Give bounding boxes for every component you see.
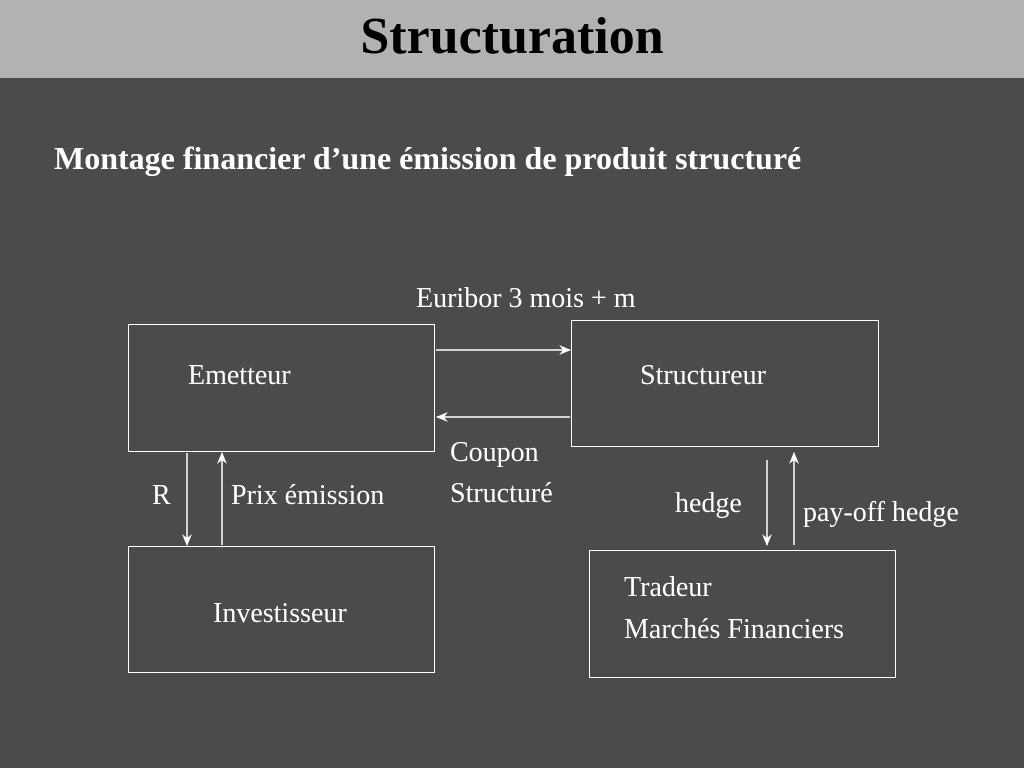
edge-label-coupon-1: Coupon bbox=[450, 437, 539, 468]
slide-subtitle: Montage financier d’une émission de prod… bbox=[54, 140, 802, 176]
node-structureur-label: Structureur bbox=[640, 360, 766, 391]
node-emetteur bbox=[128, 324, 435, 452]
edge-label-r: R bbox=[152, 480, 171, 511]
node-tradeur-label-1: Tradeur bbox=[624, 572, 712, 603]
node-tradeur-label-2: Marchés Financiers bbox=[624, 614, 845, 645]
node-structureur bbox=[571, 320, 879, 447]
edge-label-prix-emission: Prix émission bbox=[231, 480, 385, 511]
node-emetteur-label: Emetteur bbox=[188, 360, 291, 391]
node-tradeur bbox=[589, 550, 896, 678]
node-investisseur-label: Investisseur bbox=[213, 598, 347, 629]
edge-label-coupon-2: Structuré bbox=[450, 478, 553, 509]
node-investisseur bbox=[128, 546, 435, 673]
edge-label-hedge: hedge bbox=[675, 488, 742, 519]
page-title: Structuration bbox=[360, 8, 664, 65]
title-bar: Structuration bbox=[0, 0, 1024, 78]
edge-label-payoff-hedge: pay-off hedge bbox=[803, 497, 959, 528]
edge-label-euribor: Euribor 3 mois + m bbox=[416, 283, 636, 314]
